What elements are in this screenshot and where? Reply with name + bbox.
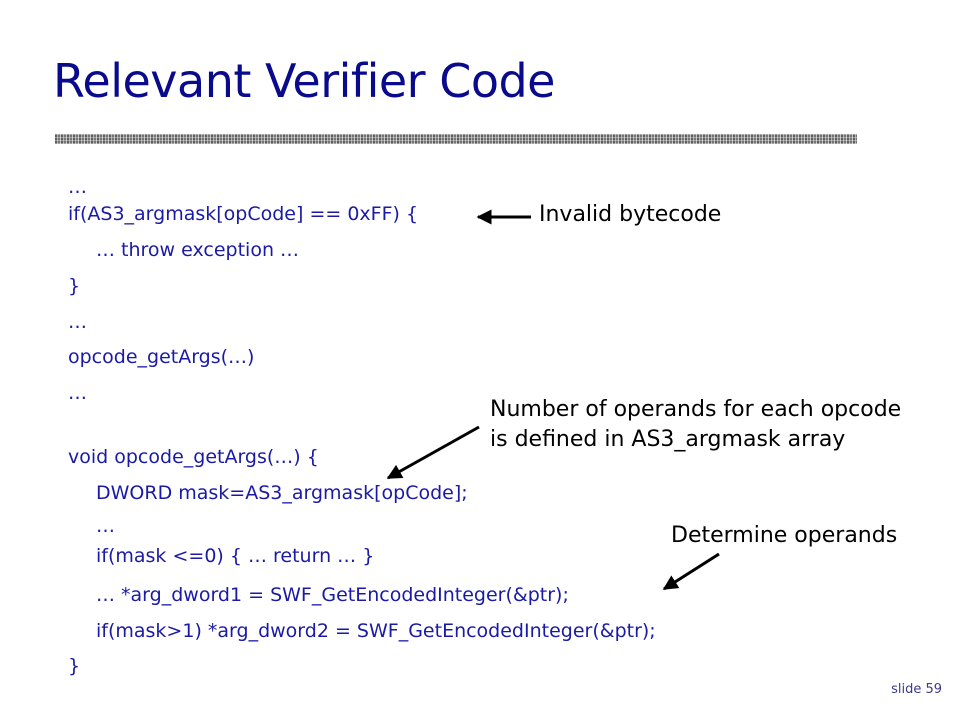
code-line: … — [68, 311, 87, 333]
code-line: opcode_getArgs(…) — [68, 346, 255, 368]
code-line: … — [68, 176, 87, 198]
code-line: } — [68, 655, 81, 677]
code-line: if(AS3_argmask[opCode] == 0xFF) { — [68, 203, 419, 225]
code-line: } — [68, 275, 81, 297]
code-line: if(mask <=0) { … return … } — [96, 545, 375, 567]
arrow-argmask-definition — [386, 425, 480, 480]
annotation-invalid-bytecode: Invalid bytecode — [539, 202, 722, 227]
annotation-determine-operands: Determine operands — [671, 523, 898, 548]
title-divider — [55, 134, 857, 144]
code-line: … — [96, 515, 115, 537]
annotation-operands-line1: Number of operands for each opcode — [490, 397, 902, 422]
slide-title: Relevant Verifier Code — [53, 54, 555, 108]
slide-number: slide 59 — [891, 682, 942, 697]
annotation-operands-line2: is defined in AS3_argmask array — [490, 427, 846, 452]
code-line: void opcode_getArgs(…) { — [68, 446, 319, 468]
code-line: … — [68, 382, 87, 404]
code-line: if(mask>1) *arg_dword2 = SWF_GetEncodedI… — [96, 620, 656, 642]
code-line: … *arg_dword1 = SWF_GetEncodedInteger(&p… — [96, 584, 569, 606]
arrow-determine-operands — [662, 552, 720, 591]
code-line: DWORD mask=AS3_argmask[opCode]; — [96, 482, 468, 504]
code-line: … throw exception … — [96, 239, 300, 261]
